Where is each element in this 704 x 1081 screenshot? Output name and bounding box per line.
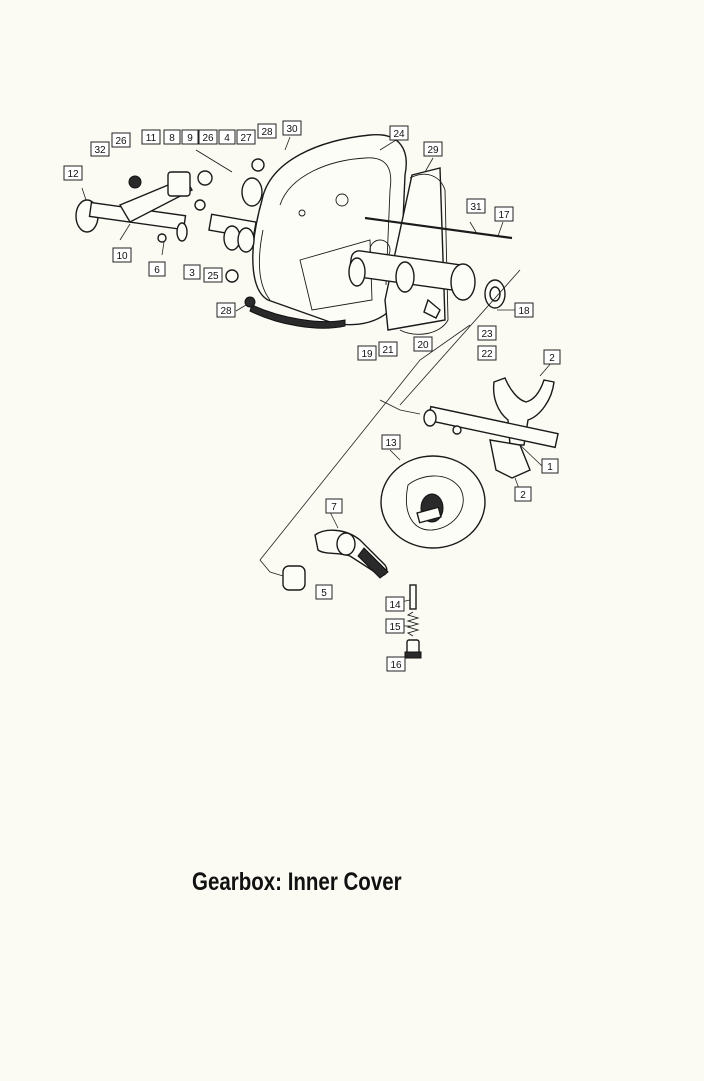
callout-18: 18 <box>514 302 534 318</box>
callout-26a: 26 <box>111 132 131 148</box>
callout-14: 14 <box>385 596 405 612</box>
callout-1: 1 <box>541 458 559 474</box>
gear-quadrant <box>282 529 389 591</box>
callout-9: 9 <box>181 129 199 145</box>
callout-7: 7 <box>325 498 343 514</box>
callout-28a: 28 <box>257 123 277 139</box>
svg-text:15: 15 <box>389 622 401 633</box>
callout-4: 4 <box>218 129 236 145</box>
svg-text:3: 3 <box>189 268 195 279</box>
callout-17: 17 <box>494 206 514 222</box>
svg-text:28: 28 <box>261 127 273 138</box>
callout-20: 20 <box>413 336 433 352</box>
svg-text:32: 32 <box>94 145 106 156</box>
callout-27: 27 <box>236 129 256 145</box>
svg-text:1: 1 <box>547 462 553 473</box>
svg-text:26: 26 <box>115 136 127 147</box>
callout-8: 8 <box>163 129 181 145</box>
svg-text:5: 5 <box>321 588 327 599</box>
svg-text:20: 20 <box>417 340 429 351</box>
callout-26b: 26 <box>198 129 218 145</box>
svg-text:28: 28 <box>220 306 232 317</box>
svg-text:10: 10 <box>116 251 128 262</box>
callout-11: 11 <box>141 129 161 145</box>
callout-30: 30 <box>282 120 302 136</box>
svg-text:27: 27 <box>240 133 252 144</box>
callout-10: 10 <box>112 247 132 263</box>
svg-text:30: 30 <box>286 124 298 135</box>
callout-23: 23 <box>477 325 497 341</box>
camplate <box>380 455 486 549</box>
callout-28b: 28 <box>216 302 236 318</box>
svg-text:7: 7 <box>331 502 337 513</box>
callout-2b: 2 <box>514 486 532 502</box>
callout-21: 21 <box>378 341 398 357</box>
svg-text:31: 31 <box>470 202 482 213</box>
callout-13: 13 <box>381 434 401 450</box>
callout-16: 16 <box>386 656 406 672</box>
svg-text:4: 4 <box>224 133 230 144</box>
callout-32: 32 <box>90 141 110 157</box>
svg-text:23: 23 <box>481 329 493 340</box>
svg-text:24: 24 <box>393 129 405 140</box>
svg-text:14: 14 <box>389 600 401 611</box>
svg-text:2: 2 <box>549 353 555 364</box>
camplate-spindle-assembly <box>348 250 506 319</box>
svg-text:12: 12 <box>67 169 79 180</box>
callout-31: 31 <box>466 198 486 214</box>
callout-3: 3 <box>183 264 201 280</box>
svg-text:16: 16 <box>390 660 402 671</box>
gasket <box>399 173 449 335</box>
svg-text:6: 6 <box>154 265 160 276</box>
svg-text:26: 26 <box>202 133 214 144</box>
svg-text:18: 18 <box>518 306 530 317</box>
inner-cover-casing <box>249 134 446 331</box>
exploded-view-diagram: 1 2 2 3 4 5 6 7 8 9 10 11 12 13 14 15 16… <box>63 120 561 672</box>
svg-text:29: 29 <box>427 145 439 156</box>
selector-shaft-assembly <box>75 149 265 308</box>
callout-29: 29 <box>423 141 443 157</box>
callout-22: 22 <box>477 345 497 361</box>
svg-text:13: 13 <box>385 438 397 449</box>
svg-text:25: 25 <box>207 271 219 282</box>
callout-6: 6 <box>148 261 166 277</box>
callout-19: 19 <box>357 345 377 361</box>
diagram-caption: Gearbox: Inner Cover <box>192 868 402 896</box>
svg-text:8: 8 <box>169 133 175 144</box>
svg-text:22: 22 <box>481 349 493 360</box>
svg-text:2: 2 <box>520 490 526 501</box>
plunger-spring-bolt <box>404 584 422 659</box>
callout-2a: 2 <box>543 349 561 365</box>
svg-text:17: 17 <box>498 210 510 221</box>
callout-15: 15 <box>385 618 405 634</box>
svg-text:19: 19 <box>361 349 373 360</box>
svg-text:21: 21 <box>382 345 394 356</box>
callout-5: 5 <box>315 584 333 600</box>
long-shaft <box>364 216 513 240</box>
callout-25: 25 <box>203 267 223 283</box>
callout-12: 12 <box>63 165 83 181</box>
svg-text:11: 11 <box>146 133 157 144</box>
selector-forks <box>423 377 559 479</box>
callout-24: 24 <box>389 125 409 141</box>
svg-text:9: 9 <box>187 133 193 144</box>
